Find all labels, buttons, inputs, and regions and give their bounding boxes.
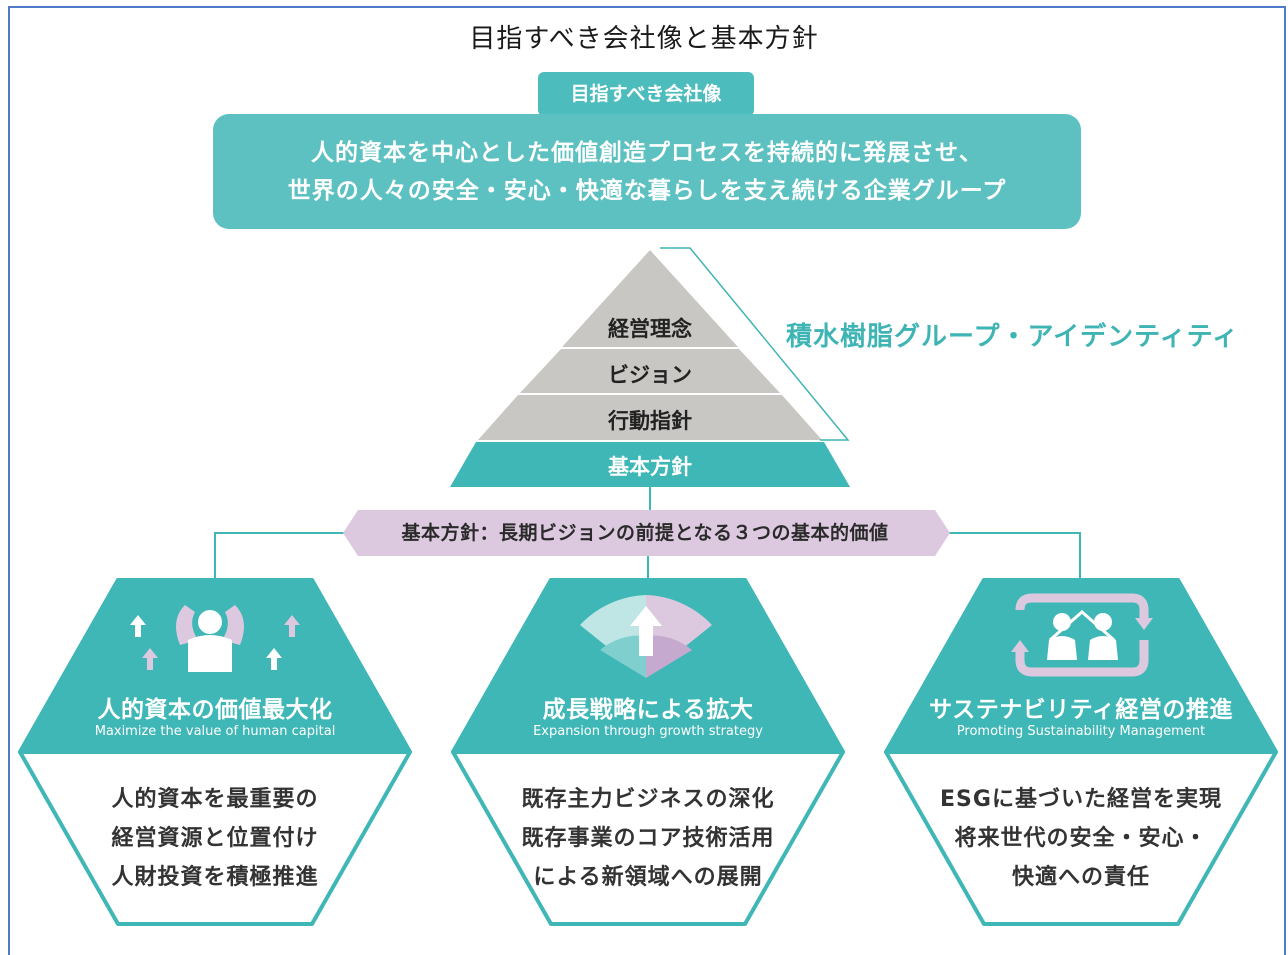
card-1-subtitle: Maximize the value of human capital: [94, 724, 336, 739]
pyramid-level-vision: [520, 349, 780, 393]
policy-banner-text: 基本方針：長期ビジョンの前提となる３つの基本的価値: [401, 522, 889, 544]
pyramid-label-philosophy: 経営理念: [608, 317, 692, 341]
card-3-line-3: 快適への責任: [1011, 865, 1150, 890]
policy-banner: [343, 510, 950, 556]
pyramid-level-conduct: [478, 395, 822, 440]
page-frame: [8, 6, 1286, 955]
connector-right: [945, 532, 1081, 580]
identity-bracket: [660, 247, 850, 441]
vision-tag: 目指すべき会社像: [538, 72, 754, 116]
pyramid-level-philosophy: [562, 250, 738, 347]
people-growth-icon: [130, 605, 300, 672]
card-1-line-2: 経営資源と位置付け: [111, 826, 319, 851]
pyramid-label-policy: 基本方針: [608, 455, 692, 479]
card-1-line-1: 人的資本を最重要の: [111, 787, 319, 812]
pyramid-label-conduct: 行動指針: [608, 409, 692, 433]
vision-statement: 人的資本を中心とした価値創造プロセスを持続的に発展させ、 世界の人々の安全・安心…: [213, 114, 1081, 229]
card-3-body: ESGに基づいた経営を実現 将来世代の安全・安心・ 快適への責任: [891, 780, 1271, 897]
card-1-body: 人的資本を最重要の 経営資源と位置付け 人財投資を積極推進: [25, 780, 405, 897]
card-1-title: 人的資本の価値最大化: [97, 697, 333, 723]
vision-line-2: 世界の人々の安全・安心・快適な暮らしを支え続ける企業グループ: [287, 177, 1007, 204]
card-2-line-1: 既存主力ビジネスの深化: [521, 787, 775, 812]
card-2-subtitle: Expansion through growth strategy: [533, 724, 763, 739]
card-2-line-3: による新領域への展開: [533, 865, 763, 890]
card-3-line-2: 将来世代の安全・安心・: [954, 826, 1208, 851]
card-2-body: 既存主力ビジネスの深化 既存事業のコア技術活用 による新領域への展開: [458, 780, 838, 897]
card-2-title: 成長戦略による拡大: [542, 697, 754, 723]
card-3-line-1: ESGに基づいた経営を実現: [940, 787, 1222, 812]
card-3-title: サステナビリティ経営の推進: [929, 697, 1233, 723]
identity-label: 積水樹脂グループ・アイデンティティ: [786, 322, 1240, 352]
page-title: 目指すべき会社像と基本方針: [469, 24, 819, 54]
card-1-line-3: 人財投資を積極推進: [111, 865, 319, 890]
expansion-fan-icon: [580, 595, 712, 678]
card-2-line-2: 既存事業のコア技術活用: [521, 826, 775, 851]
card-sustainability: [884, 578, 1278, 926]
connector-left: [214, 532, 345, 580]
sustainability-cycle-icon: [1011, 593, 1153, 677]
pyramid-level-policy: [450, 442, 850, 487]
vision-line-1: 人的資本を中心とした価値創造プロセスを持続的に発展させ、: [311, 139, 983, 166]
card-growth-strategy: [451, 578, 845, 926]
card-3-subtitle: Promoting Sustainability Management: [956, 724, 1206, 739]
pyramid-label-vision: ビジョン: [608, 363, 692, 387]
